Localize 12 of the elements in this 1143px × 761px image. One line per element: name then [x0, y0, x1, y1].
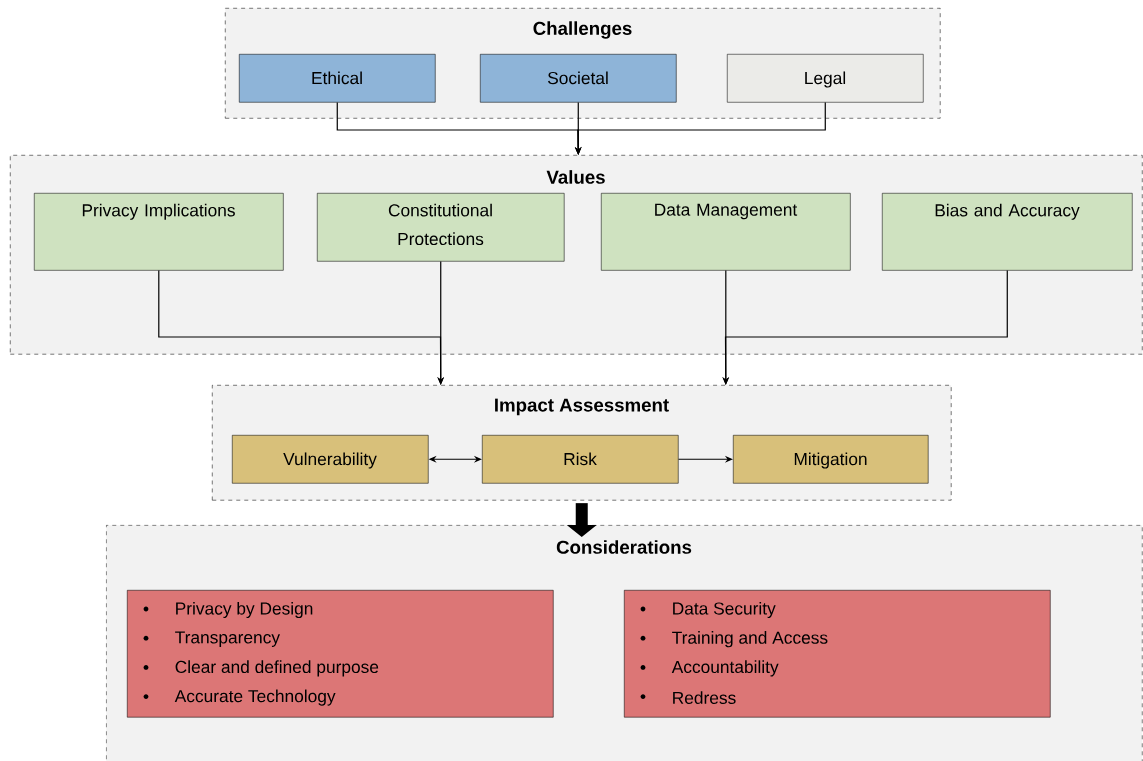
process-box: Societal: [480, 54, 677, 103]
process-box: Mitigation: [733, 435, 929, 484]
process-box: Constitutional Protections: [317, 193, 565, 262]
process-box: Risk: [482, 435, 679, 484]
bullet-list-box: Privacy by Design Transparency Clear and defined purpose Accurate Technology: [127, 590, 554, 718]
process-box: Vulnerability: [232, 435, 429, 484]
process-box: Data Management: [601, 193, 851, 271]
process-box: Privacy Implications: [34, 193, 284, 271]
bullet-list-box: Data Security Training and Access Accountability Redress: [624, 590, 1051, 718]
process-box: Bias and Accuracy: [882, 193, 1133, 271]
process-box: Ethical: [239, 54, 436, 103]
process-box: Legal: [727, 54, 924, 103]
